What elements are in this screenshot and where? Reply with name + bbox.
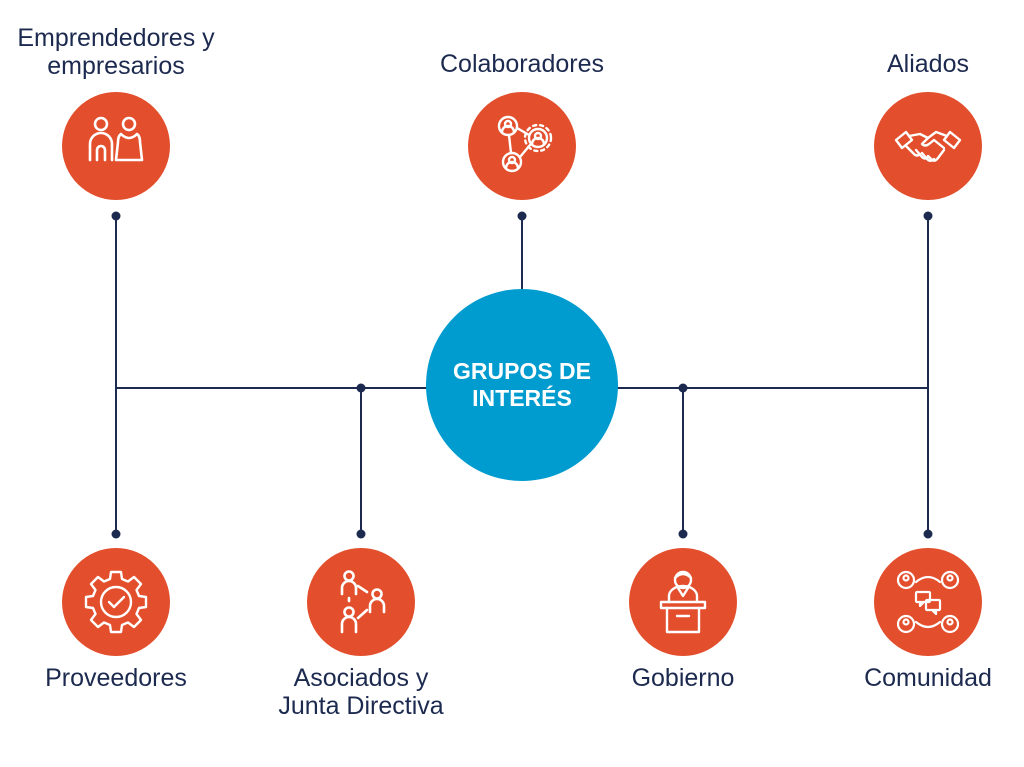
node-comunidad: [874, 548, 982, 656]
dot-colaboradores: [517, 211, 527, 221]
hierarchy-icon: [340, 570, 386, 634]
node-gobierno: [629, 548, 737, 656]
dot-aliados: [923, 211, 933, 221]
label-asociados: Asociados y Junta Directiva: [278, 664, 444, 720]
dot-junction-gobierno: [678, 383, 688, 393]
network-icon: [497, 115, 553, 173]
dot-gobierno: [678, 529, 688, 539]
community-chat-icon: [896, 570, 960, 634]
label-comunidad: Comunidad: [864, 664, 992, 692]
label-proveedores: Proveedores: [45, 664, 187, 692]
hub-title: GRUPOS DE INTERÉS: [452, 358, 592, 411]
dot-proveedores: [111, 529, 121, 539]
node-emprendedores: [62, 92, 170, 200]
label-emprendedores: Emprendedores y empresarios: [17, 24, 215, 80]
node-aliados: [874, 92, 982, 200]
hub-circle: GRUPOS DE INTERÉS: [426, 289, 618, 481]
node-colaboradores: [468, 92, 576, 200]
label-aliados: Aliados: [887, 50, 969, 78]
dot-emprendedores: [111, 211, 121, 221]
handshake-icon: [894, 130, 962, 162]
node-proveedores: [62, 548, 170, 656]
dot-junction-asociados: [356, 383, 366, 393]
dot-comunidad: [923, 529, 933, 539]
label-gobierno: Gobierno: [631, 664, 735, 692]
podium-speaker-icon: [659, 570, 707, 634]
people-icon: [88, 116, 144, 162]
node-asociados: [307, 548, 415, 656]
dot-asociados: [356, 529, 366, 539]
gear-check-icon: [84, 570, 148, 634]
label-colaboradores: Colaboradores: [440, 50, 604, 78]
